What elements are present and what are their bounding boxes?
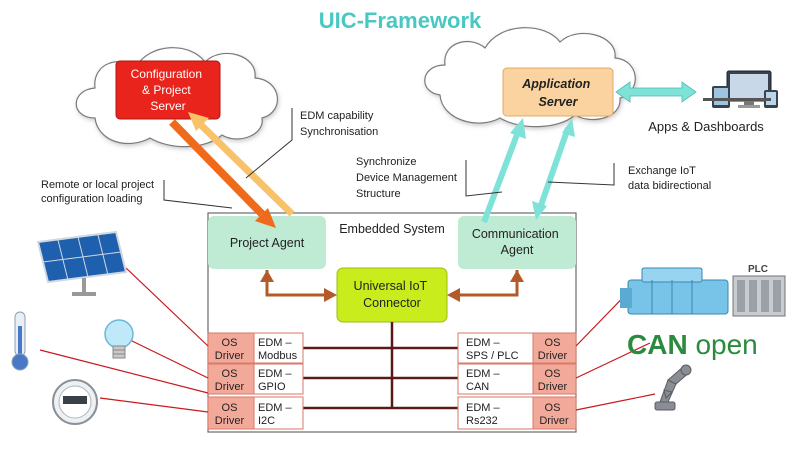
left-driver-1 [207,363,304,395]
right-os-0-b: Driver [538,350,568,362]
right-os-0-a: OS [545,337,561,349]
right-edm-2-b: Rs232 [466,415,498,427]
note-exchange-iot-1: Exchange IoT [628,165,696,177]
config-load-arrow [169,119,276,228]
svg-text:OS Driver OS Drive: OS Driver OS Driver OS Driver EDM – Modb… [215,337,300,427]
app-exchange-arrow [615,81,697,103]
right-edm-1-a: EDM – [466,368,501,380]
note-exchange-iot-2: data bidirectional [628,180,711,192]
right-edm-2-a: EDM – [466,402,501,414]
svg-text:Application Server: Application Server [521,77,594,109]
config-server-line1: Configuration [131,67,202,81]
left-edm-0-b: Modbus [258,350,298,362]
svg-text:EDM capability Synchronisa: EDM capability Synchronisation [300,110,378,138]
note-remote-config-2: configuration loading [41,193,143,205]
config-server-line2: & Project [142,83,191,97]
left-edm-2-a: EDM – [258,402,293,414]
right-edm-1-b: CAN [466,381,489,393]
device-links [39,267,656,413]
embedded-system-box [207,212,577,433]
plc-label: PLC [748,264,768,275]
note-sync-device-3: Structure [356,188,401,200]
note-sync-device-2: Device Management [356,172,457,184]
right-driver-2 [457,396,577,430]
left-edm-0-a: EDM – [258,337,293,349]
note-remote-config-1: Remote or local project [41,179,154,191]
note-sync-device-1: Synchronize [356,156,417,168]
light-bulb-icon [104,319,134,359]
project-agent-up-arrowhead [260,270,274,282]
iot-data-exchange-arrow [532,118,575,220]
svg-text:Remote or local project co: Remote or local project configuration lo… [41,179,157,205]
capability-sync-arrow [188,112,295,217]
left-os-2-a: OS [222,402,238,414]
left-driver-0 [207,332,304,364]
svg-text:Synchronize Device Managem: Synchronize Device Management Structure [356,156,460,200]
apps-label: Apps & Dashboards [648,119,764,134]
note-edm-capability-1: EDM capability [300,110,374,122]
right-driver-0 [457,332,577,364]
connector-line2: Connector [363,296,421,310]
connector-line1: Universal IoT [354,279,428,293]
project-agent-box [208,216,326,269]
communication-agent-line2: Agent [501,243,534,257]
svg-text:Configuration & Project: Configuration & Project Server [131,67,206,113]
embedded-system-label: Embedded System [339,222,445,236]
left-os-0-a: OS [222,337,238,349]
project-agent-label: Project Agent [230,236,305,250]
left-driver-2 [207,396,304,430]
plc-icon [732,275,786,317]
left-os-1-b: Driver [215,381,245,393]
power-meter-icon [52,379,98,425]
app-server-box [502,67,614,117]
communication-agent-line1: Communication [472,227,559,241]
left-os-1-a: OS [222,368,238,380]
solar-panel-icon [36,230,128,296]
app-server-line2: Server [539,95,579,109]
comm-agent-to-connector-arrow [459,270,519,297]
app-server-line1: Application [521,77,590,91]
right-edm-0-a: EDM – [466,337,501,349]
comm-agent-arrowhead [447,288,460,302]
right-os-1-b: Driver [538,381,568,393]
devices-icon [703,70,778,108]
universal-iot-connector [336,267,448,323]
svg-text:Universal IoT Connector: Universal IoT Connector [354,279,431,310]
config-server-line3: Server [150,99,185,113]
callout-lines [163,108,615,209]
engine-icon [620,267,729,315]
left-edm-1-b: GPIO [258,381,286,393]
diagram-title: UIC-Framework [319,8,482,33]
right-os-2-a: OS [545,402,561,414]
note-edm-capability-2: Synchronisation [300,126,378,138]
project-agent-to-connector-arrow [265,270,325,297]
robot-arm-icon [654,364,692,411]
config-server-box [115,60,221,120]
svg-text:Communication Agent: Communication Agent [472,227,562,257]
left-os-0-b: Driver [215,350,245,362]
right-driver-1 [457,363,577,395]
right-edm-0-b: SPS / PLC [466,350,519,362]
left-edm-1-a: EDM – [258,368,293,380]
project-agent-arrowhead [324,288,337,302]
left-os-2-b: Driver [215,415,245,427]
svg-text:EDM – SPS / PLC EDM –: EDM – SPS / PLC EDM – CAN EDM – Rs232 OS… [466,337,570,427]
canopen-open: open [695,329,757,360]
thermometer-icon [11,311,29,371]
left-edm-2-b: I2C [258,415,275,427]
comm-agent-up-arrowhead [510,270,524,282]
right-os-1-a: OS [545,368,561,380]
right-os-2-b: Driver [539,415,569,427]
canopen-can: CAN [627,329,688,360]
driver-bus [303,322,458,410]
svg-text:Exchange IoT data bidirect: Exchange IoT data bidirectional [628,165,711,192]
communication-agent-box [458,216,576,269]
device-structure-sync-arrow [481,118,526,224]
canopen-logo: CAN open [627,329,758,360]
